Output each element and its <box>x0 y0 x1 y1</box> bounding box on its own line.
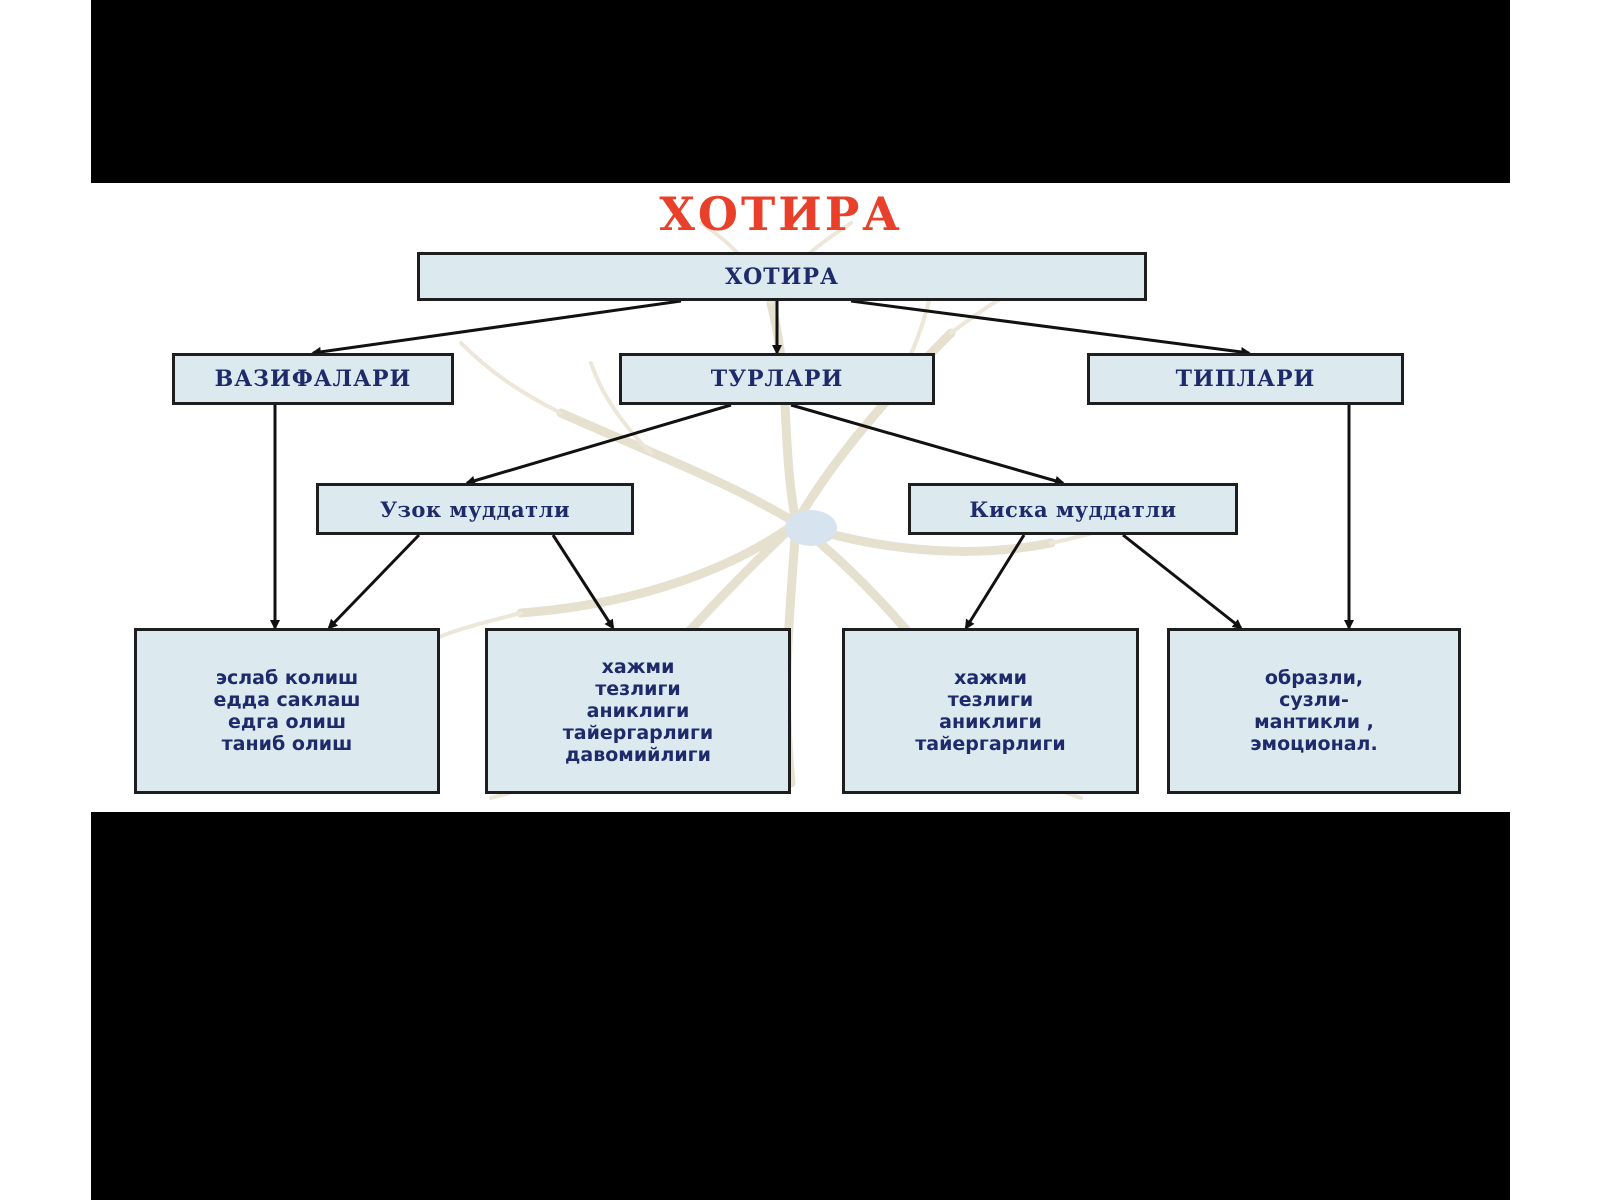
node-types-label: ТИПЛАРИ <box>1175 366 1316 392</box>
leaf-functions-list: эслаб колиш едда саклаш едга олиш таниб … <box>134 628 440 794</box>
arrow-short-to-short-list <box>964 534 1026 630</box>
node-short-term-label: Киска муддатли <box>969 496 1177 522</box>
leaf-long-term-line: тайергарлиги <box>562 722 714 744</box>
leaf-types-line: мантикли , <box>1254 711 1374 733</box>
letterbox-top <box>91 0 1510 183</box>
arrow-short-to-types-list <box>1122 533 1243 630</box>
arrow-kinds-to-long <box>465 403 732 486</box>
arrow-long-to-functions-list <box>327 533 421 630</box>
node-functions: ВАЗИФАЛАРИ <box>172 353 454 405</box>
arrow-kinds-to-short <box>790 403 1065 486</box>
leaf-functions-line: эслаб колиш <box>215 667 359 689</box>
leaf-short-term-line: аниклиги <box>939 711 1042 733</box>
leaf-short-term-list: хажми тезлиги аниклиги тайергарлиги <box>842 628 1139 794</box>
leaf-types-line: сузли- <box>1279 689 1349 711</box>
node-long-term: Узок муддатли <box>316 483 634 535</box>
leaf-types-line: образли, <box>1264 667 1364 689</box>
neuron-nucleus <box>785 510 837 546</box>
leaf-long-term-list: хажми тезлиги аниклиги тайергарлиги даво… <box>485 628 791 794</box>
node-types: ТИПЛАРИ <box>1087 353 1404 405</box>
arrow-long-to-long-list <box>551 534 615 630</box>
leaf-long-term-line: тезлиги <box>595 678 681 700</box>
node-short-term: Киска муддатли <box>908 483 1238 535</box>
arrow-root-to-types <box>850 299 1251 357</box>
leaf-functions-line: едга олиш <box>227 711 347 733</box>
leaf-long-term-line: хажми <box>601 656 675 678</box>
leaf-functions-line: едда саклаш <box>213 689 361 711</box>
node-long-term-label: Узок муддатли <box>379 496 571 522</box>
leaf-long-term-line: давомийлиги <box>565 744 711 766</box>
leaf-short-term-line: тайергарлиги <box>915 733 1066 755</box>
connector-arrows <box>270 299 1354 630</box>
leaf-long-term-line: аниклиги <box>586 700 690 722</box>
leaf-functions-line: таниб олиш <box>221 733 353 755</box>
node-functions-label: ВАЗИФАЛАРИ <box>214 366 412 392</box>
slide-title: ХОТИРА <box>659 187 903 241</box>
letterbox-bottom <box>91 812 1510 1200</box>
slide: ХОТИРА ХОТИ <box>91 183 1510 812</box>
arrow-root-to-functions <box>311 299 682 357</box>
node-root: ХОТИРА <box>417 252 1147 301</box>
leaf-short-term-line: хажми <box>954 667 1027 689</box>
leaf-types-line: эмоционал. <box>1250 733 1378 755</box>
node-root-label: ХОТИРА <box>725 263 839 290</box>
leaf-types-list: образли, сузли- мантикли , эмоционал. <box>1167 628 1461 794</box>
node-kinds: ТУРЛАРИ <box>619 353 935 405</box>
node-kinds-label: ТУРЛАРИ <box>710 366 844 392</box>
leaf-short-term-line: тезлиги <box>947 689 1034 711</box>
